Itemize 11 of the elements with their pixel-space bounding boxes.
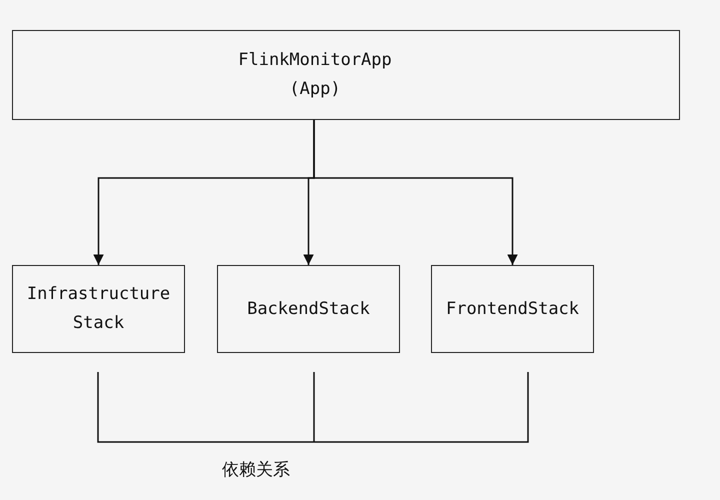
stack-name: BackendStack bbox=[247, 298, 370, 320]
stack-name: Infrastructure Stack bbox=[26, 283, 172, 335]
stack-box bbox=[217, 265, 400, 353]
arrow bbox=[313, 120, 518, 265]
stack-box bbox=[12, 265, 185, 353]
stack-name: FrontendStack bbox=[446, 298, 580, 320]
app-box bbox=[12, 30, 680, 120]
bracket-label: 依赖关系 bbox=[222, 459, 290, 482]
stack-box bbox=[431, 265, 594, 353]
app-type: (App) bbox=[289, 78, 341, 101]
app-name: FlinkMonitorApp bbox=[238, 49, 392, 72]
